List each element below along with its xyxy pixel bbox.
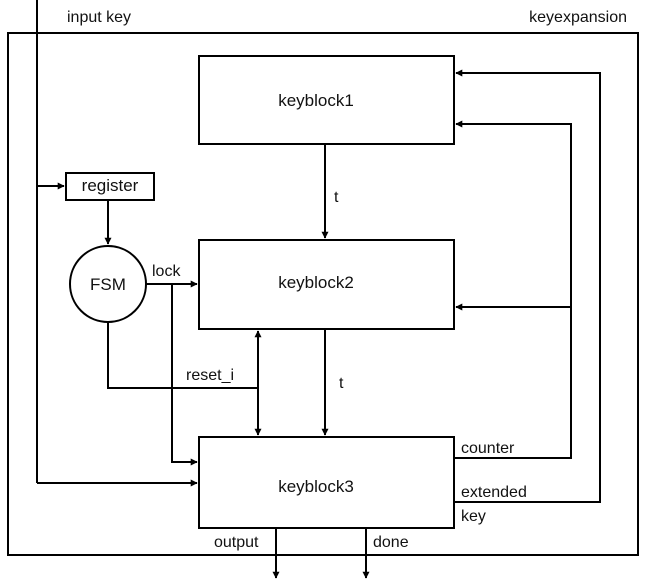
counter-to-keyblock1-arrow: [454, 120, 572, 459]
reset-label: reset_i: [186, 367, 234, 384]
keyblock2-box: [198, 239, 455, 330]
t-label-2: t: [339, 375, 344, 392]
module-title: keyexpansion: [529, 9, 627, 26]
fsm-label: FSM: [90, 275, 126, 294]
output-label: output: [214, 534, 259, 551]
extended-key-to-keyblock1-arrow: [454, 69, 601, 503]
lock-label: lock: [152, 263, 181, 280]
reset-line: [107, 322, 258, 389]
keyblock1-label: keyblock1: [278, 91, 354, 110]
keyblock1-box: [198, 55, 455, 145]
key-label: key: [461, 508, 486, 525]
keyblock3-box: [198, 436, 455, 529]
counter-label: counter: [461, 440, 515, 457]
keyblock3-label: keyblock3: [278, 477, 354, 496]
extended-label: extended: [461, 484, 527, 501]
register-label: register: [82, 176, 139, 195]
t-label-1: t: [334, 189, 339, 206]
input-key-label: input key: [67, 9, 131, 26]
keyblock2-label: keyblock2: [278, 273, 354, 292]
done-label: done: [373, 534, 409, 551]
lock-to-keyblock3-arrow: [171, 284, 198, 466]
register-box: [65, 172, 155, 201]
